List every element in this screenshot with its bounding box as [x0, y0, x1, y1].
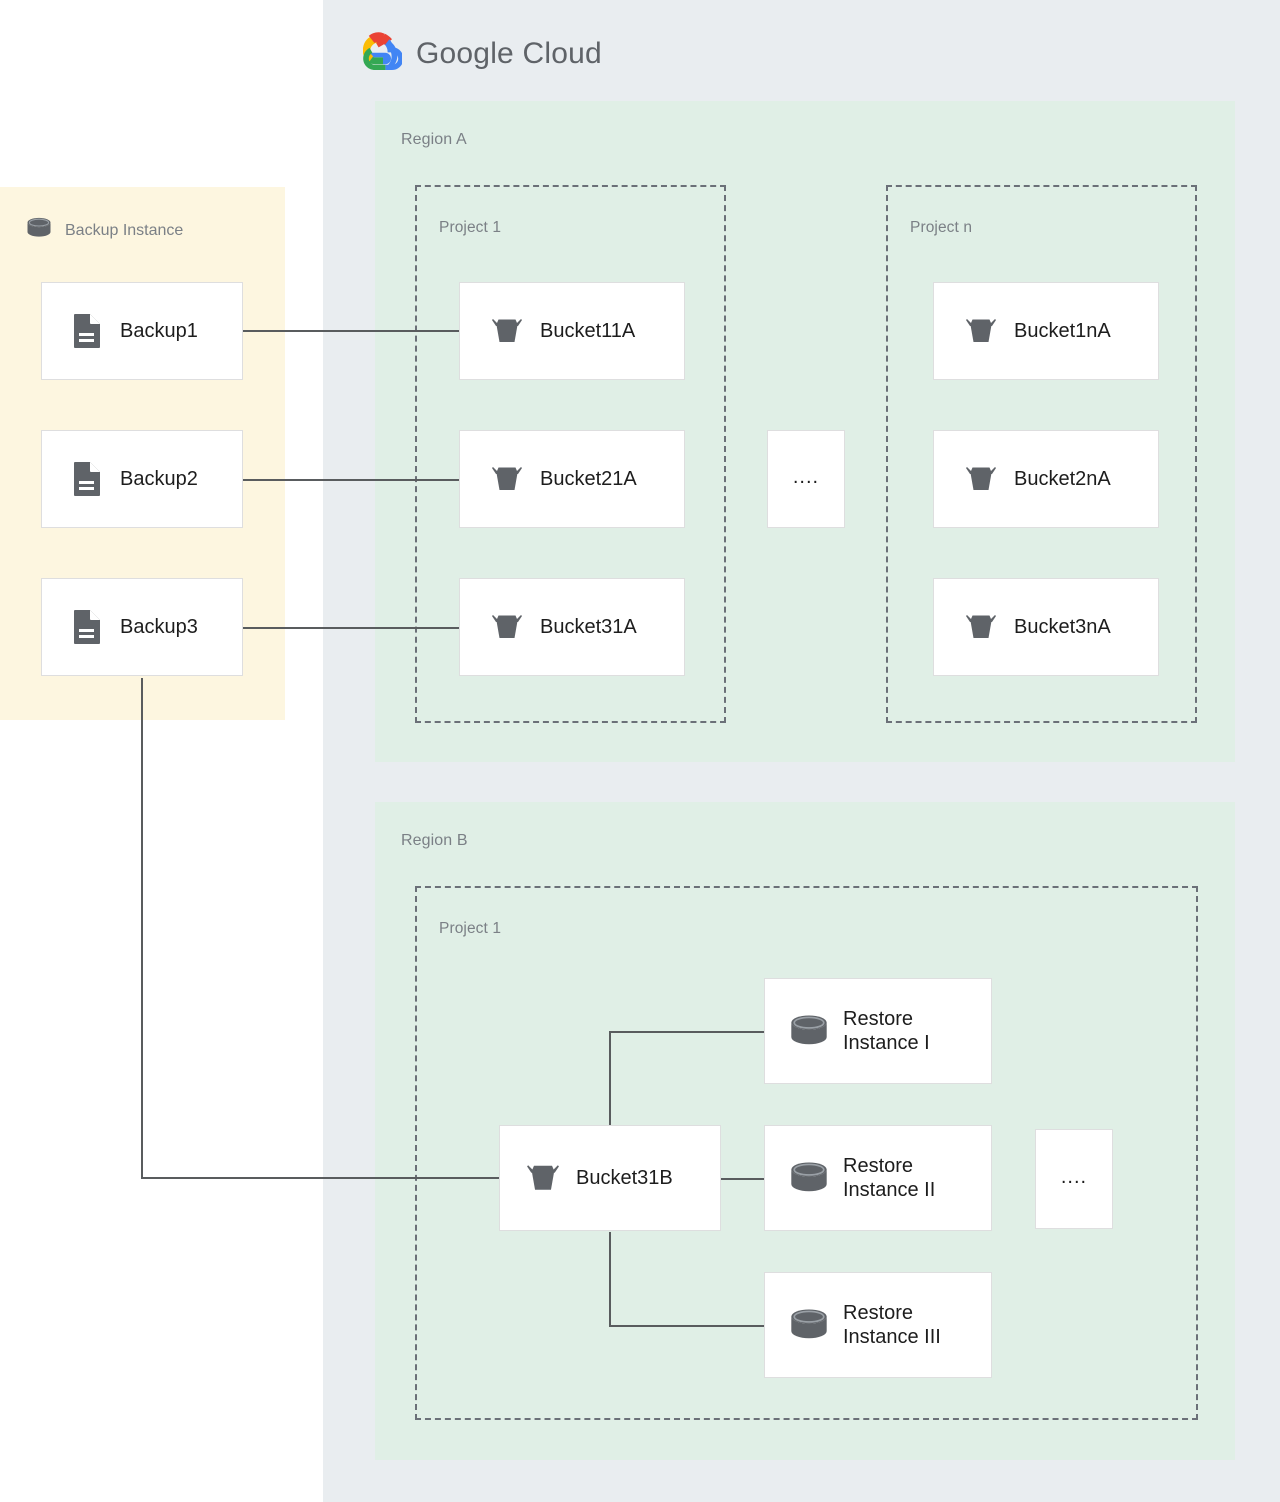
- connector-to-restore-instance-1: [609, 1031, 765, 1033]
- backup3-label: Backup3: [120, 615, 198, 638]
- bucket-icon: [964, 611, 998, 643]
- google-cloud-logo-icon: [354, 30, 404, 77]
- project-1-region-b-container: Project 1: [415, 886, 1198, 1420]
- google-cloud-wordmark: Google Cloud: [416, 36, 602, 70]
- bucket31b-node[interactable]: Bucket31B: [499, 1125, 721, 1231]
- restore-instance-1-node[interactable]: Restore Instance I: [764, 978, 992, 1084]
- restore-instance-2-node[interactable]: Restore Instance II: [764, 1125, 992, 1231]
- bucket-icon: [524, 1161, 562, 1195]
- connector-bucket31b-down: [609, 1232, 611, 1327]
- bucket-icon: [964, 315, 998, 347]
- bucket-icon: [490, 463, 524, 495]
- bucket-icon: [490, 315, 524, 347]
- project-1-region-a-container: Project 1: [415, 185, 726, 723]
- bucket2na-label: Bucket2nA: [1014, 467, 1111, 490]
- backup-instance-title: Backup Instance: [26, 217, 183, 244]
- backup3-node[interactable]: Backup3: [41, 578, 243, 676]
- database-cylinder-icon: [26, 217, 52, 244]
- connector-backup3-down: [141, 678, 143, 1178]
- bucket11a-label: Bucket11A: [540, 319, 636, 342]
- backup2-label: Backup2: [120, 467, 198, 490]
- region-a-ellipsis-node: ....: [767, 430, 845, 528]
- bucket1na-label: Bucket1nA: [1014, 319, 1111, 342]
- backup1-node[interactable]: Backup1: [41, 282, 243, 380]
- backup1-label: Backup1: [120, 319, 198, 342]
- bucket11a-node[interactable]: Bucket11A: [459, 282, 685, 380]
- bucket21a-node[interactable]: Bucket21A: [459, 430, 685, 528]
- restore-instance-1-label: Restore Instance I: [843, 1007, 930, 1054]
- bucket-icon: [490, 611, 524, 643]
- project-n-region-a-label: Project n: [910, 219, 973, 236]
- connector-to-restore-instance-2: [720, 1178, 765, 1180]
- bucket31a-label: Bucket31A: [540, 615, 637, 638]
- database-cylinder-icon: [789, 1014, 829, 1048]
- restore-instance-3-label: Restore Instance III: [843, 1301, 941, 1348]
- region-b-ellipsis-node: ....: [1035, 1129, 1113, 1229]
- restore-instance-2-label: Restore Instance II: [843, 1154, 936, 1201]
- project-1-region-a-label: Project 1: [439, 219, 502, 236]
- connector-backup3-to-bucket31b: [141, 1177, 501, 1179]
- restore-instance-3-node[interactable]: Restore Instance III: [764, 1272, 992, 1378]
- bucket1na-node[interactable]: Bucket1nA: [933, 282, 1159, 380]
- backup-file-icon: [72, 461, 102, 497]
- bucket3na-label: Bucket3nA: [1014, 615, 1111, 638]
- connector-backup1-bucket11a: [243, 330, 461, 332]
- connector-bucket31b-up: [609, 1031, 611, 1131]
- bucket2na-node[interactable]: Bucket2nA: [933, 430, 1159, 528]
- database-cylinder-icon: [789, 1308, 829, 1342]
- database-cylinder-icon: [789, 1161, 829, 1195]
- bucket31b-label: Bucket31B: [576, 1166, 673, 1189]
- connector-backup3-bucket31a: [243, 627, 461, 629]
- backup-file-icon: [72, 609, 102, 645]
- backup2-node[interactable]: Backup2: [41, 430, 243, 528]
- region-b-ellipsis-label: ....: [1060, 1165, 1088, 1188]
- google-cloud-header: Google Cloud: [354, 30, 602, 77]
- bucket-icon: [964, 463, 998, 495]
- project-1-region-b-label: Project 1: [439, 920, 502, 937]
- bucket3na-node[interactable]: Bucket3nA: [933, 578, 1159, 676]
- connector-backup2-bucket21a: [243, 479, 461, 481]
- region-b-label: Region B: [401, 832, 468, 849]
- bucket21a-label: Bucket21A: [540, 467, 637, 490]
- backup-instance-label: Backup Instance: [65, 221, 184, 239]
- connector-to-restore-instance-3: [609, 1325, 765, 1327]
- project-n-region-a-container: Project n: [886, 185, 1197, 723]
- region-a-label: Region A: [401, 131, 467, 148]
- region-a-ellipsis-label: ....: [792, 465, 820, 488]
- backup-file-icon: [72, 313, 102, 349]
- bucket31a-node[interactable]: Bucket31A: [459, 578, 685, 676]
